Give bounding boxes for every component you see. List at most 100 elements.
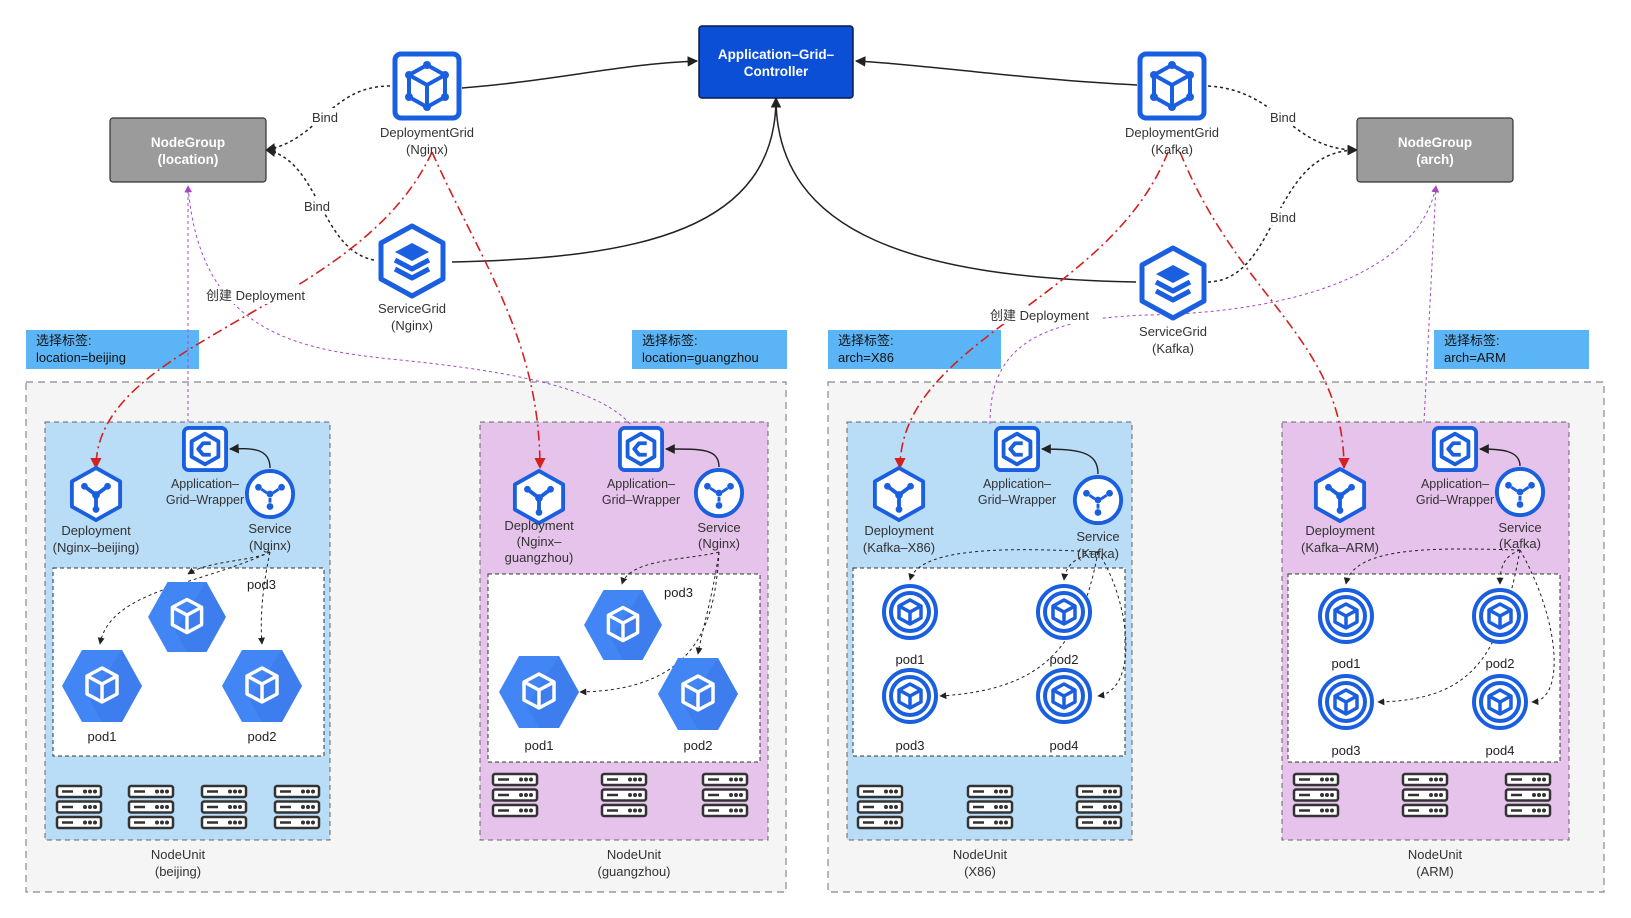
svg-text:Application–Grid–: Application–Grid–	[718, 47, 835, 62]
selector-beijing: 选择标签: location=beijing	[26, 330, 199, 369]
pod-icon[interactable]	[882, 668, 938, 724]
svg-text:pod1: pod1	[525, 738, 554, 753]
nodeunit-guangzhou: Application– Grid–Wrapper Deployment (Ng…	[491, 426, 749, 879]
bind-label: Bind	[312, 110, 338, 125]
svg-text:(Kafka–ARM): (Kafka–ARM)	[1301, 540, 1379, 555]
server-rack-icon	[966, 784, 1014, 830]
svg-text:选择标签:: 选择标签:	[1444, 333, 1500, 348]
svg-text:ServiceGrid: ServiceGrid	[1139, 324, 1207, 339]
link-sgrid-nginx-controller	[451, 96, 782, 263]
svg-text:ServiceGrid: ServiceGrid	[378, 301, 446, 316]
cube-frame-icon	[1140, 54, 1204, 118]
svg-text:Deployment: Deployment	[864, 523, 934, 538]
deployment-hex-icon[interactable]	[1313, 467, 1367, 523]
nodegroup-location[interactable]: NodeGroup (location)	[109, 117, 267, 183]
svg-text:Grid–Wrapper: Grid–Wrapper	[602, 493, 680, 507]
application-grid-wrapper-icon[interactable]	[182, 426, 228, 472]
deployment-hex-icon[interactable]	[512, 469, 566, 525]
svg-text:NodeUnit: NodeUnit	[607, 847, 662, 862]
application-grid-wrapper-icon[interactable]	[1432, 426, 1478, 472]
bind-label: Bind	[1270, 210, 1296, 225]
link-ng-location-guangzhou	[185, 185, 631, 425]
stacked-layers-icon	[381, 226, 443, 296]
nodeunit-x86: Application– Grid–Wrapper Deployment (Ka…	[856, 426, 1127, 879]
pod-icon[interactable]	[1472, 588, 1528, 644]
svg-text:location=beijing: location=beijing	[36, 350, 126, 365]
pod-icon[interactable]	[882, 584, 938, 640]
nodeunit-beijing: Application– Grid–Wrapper Deployment (Ng…	[53, 426, 321, 879]
server-rack-icon	[856, 784, 904, 830]
svg-text:location=guangzhou: location=guangzhou	[642, 350, 759, 365]
svg-text:(Kafka): (Kafka)	[1151, 142, 1193, 157]
svg-text:NodeUnit: NodeUnit	[1408, 847, 1463, 862]
svg-text:pod1: pod1	[88, 729, 117, 744]
controller-links	[451, 56, 1138, 283]
svg-text:Controller: Controller	[744, 64, 809, 79]
nodegroup-arch[interactable]: NodeGroup (arch)	[1356, 117, 1514, 183]
svg-text:Deployment: Deployment	[504, 518, 574, 533]
pod-icon[interactable]	[1318, 674, 1374, 730]
service-circle-icon[interactable]	[693, 467, 745, 519]
svg-text:(Nginx): (Nginx)	[249, 538, 291, 553]
server-rack-icon	[1292, 772, 1340, 818]
deployment-hex-icon[interactable]	[872, 466, 926, 522]
create-deployment-label: 创建 Deployment	[990, 308, 1089, 323]
server-rack-icon	[600, 772, 648, 818]
svg-text:(Kafka): (Kafka)	[1152, 341, 1194, 356]
svg-text:(Nginx): (Nginx)	[406, 142, 448, 157]
svg-text:(arch): (arch)	[1416, 152, 1454, 167]
create-deployment-links	[90, 151, 1350, 470]
svg-text:pod4: pod4	[1486, 743, 1515, 758]
svg-text:pod3: pod3	[1332, 743, 1361, 758]
service-circle-icon[interactable]	[1494, 466, 1546, 518]
svg-text:选择标签:: 选择标签:	[838, 333, 894, 348]
svg-text:(ARM): (ARM)	[1416, 864, 1454, 879]
svg-text:(X86): (X86)	[964, 864, 996, 879]
svg-text:Application–: Application–	[607, 477, 675, 491]
svg-text:Application–: Application–	[983, 477, 1051, 491]
pod-icon[interactable]	[1036, 584, 1092, 640]
server-rack-icon	[1504, 772, 1552, 818]
svg-text:NodeUnit: NodeUnit	[151, 847, 206, 862]
svg-text:Deployment: Deployment	[61, 523, 131, 538]
application-grid-wrapper-icon[interactable]	[994, 426, 1040, 472]
svg-text:pod1: pod1	[1332, 656, 1361, 671]
svg-text:选择标签:: 选择标签:	[642, 333, 698, 348]
svg-text:pod1: pod1	[896, 652, 925, 667]
svg-text:NodeGroup: NodeGroup	[1398, 135, 1472, 150]
server-rack-icon	[200, 784, 248, 830]
svg-text:Grid–Wrapper: Grid–Wrapper	[1416, 493, 1494, 507]
svg-text:guangzhou): guangzhou)	[505, 550, 574, 565]
svg-text:pod2: pod2	[1486, 656, 1515, 671]
link-dgrid-nginx-controller	[461, 56, 699, 89]
svg-text:Service: Service	[1076, 529, 1119, 544]
pod-icon[interactable]	[1318, 588, 1374, 644]
svg-text:pod2: pod2	[1050, 652, 1079, 667]
svg-text:(Nginx–: (Nginx–	[517, 534, 563, 549]
pod-icon[interactable]	[1472, 674, 1528, 730]
selector-arm: 选择标签: arch=ARM	[1434, 330, 1589, 369]
server-rack-icon	[273, 784, 321, 830]
svg-text:Service: Service	[1498, 520, 1541, 535]
stacked-layers-icon	[1142, 248, 1204, 318]
svg-text:Service: Service	[697, 520, 740, 535]
deployment-hex-icon[interactable]	[69, 466, 123, 522]
deploymentgrid-kafka[interactable]: DeploymentGrid (Kafka)	[1125, 54, 1219, 157]
svg-text:DeploymentGrid: DeploymentGrid	[380, 125, 474, 140]
service-circle-icon[interactable]	[244, 468, 296, 520]
application-grid-wrapper-icon[interactable]	[618, 426, 664, 472]
deploymentgrid-nginx[interactable]: DeploymentGrid (Nginx)	[380, 54, 474, 157]
svg-text:pod3: pod3	[896, 738, 925, 753]
application-grid-controller[interactable]: Application–Grid– Controller	[698, 25, 854, 99]
svg-text:(beijing): (beijing)	[155, 864, 201, 879]
cube-frame-icon	[395, 54, 459, 118]
server-rack-icon	[491, 772, 539, 818]
svg-text:(Nginx): (Nginx)	[391, 318, 433, 333]
pod-icon[interactable]	[1036, 668, 1092, 724]
svg-text:NodeUnit: NodeUnit	[953, 847, 1008, 862]
servicegrid-nginx[interactable]: ServiceGrid (Nginx)	[378, 226, 446, 333]
service-circle-icon[interactable]	[1072, 474, 1124, 526]
svg-text:pod2: pod2	[248, 729, 277, 744]
servicegrid-kafka[interactable]: ServiceGrid (Kafka)	[1139, 248, 1207, 356]
